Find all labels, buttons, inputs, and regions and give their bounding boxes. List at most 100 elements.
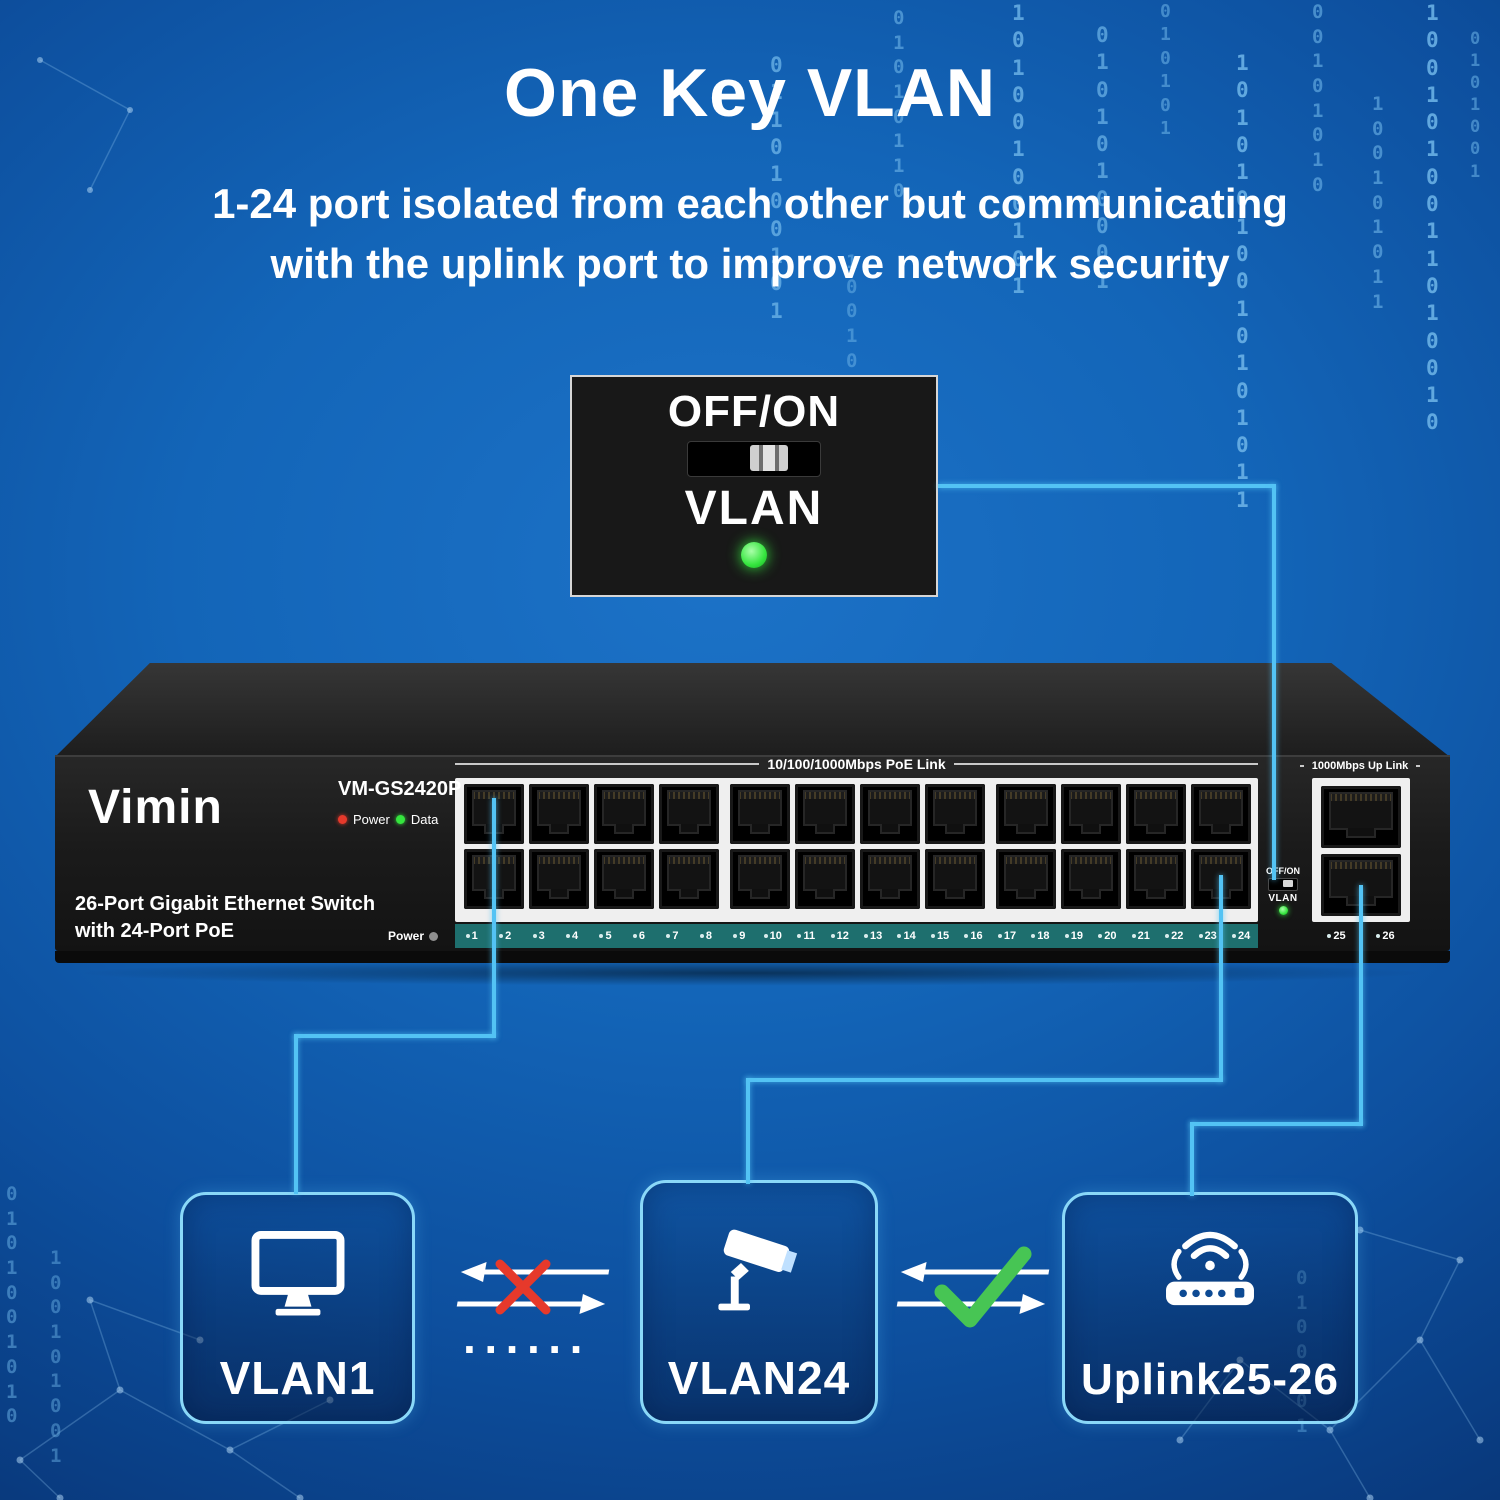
- port26-line-vertical: [1359, 885, 1363, 1126]
- port-number: 22: [1158, 930, 1191, 942]
- port1-line-down: [294, 1034, 298, 1194]
- port24-line-vertical: [1219, 875, 1223, 1082]
- vlan1-label: VLAN1: [219, 1352, 376, 1404]
- binary-digits: 0 1 0 1 0 1 1 0: [893, 7, 905, 202]
- device-description-line-1: 26-Port Gigabit Ethernet Switch: [75, 893, 376, 915]
- binary-digits: 0 0 1 0 1 0 1 0: [1312, 1, 1324, 196]
- front-power-indicator: Power: [388, 929, 439, 943]
- power-led-icon: [338, 815, 347, 824]
- uplink-ports-label: 1000Mbps Up Link: [1311, 760, 1409, 772]
- port-led-icon: [1327, 934, 1332, 938]
- port-led-icon: [1098, 934, 1103, 938]
- port-number: 11: [790, 930, 823, 942]
- port-led-icon: [1131, 934, 1136, 938]
- rj45-port: [795, 784, 855, 844]
- port-number: 12: [823, 930, 856, 942]
- rj45-port: [529, 784, 589, 844]
- divider-line: [953, 763, 1259, 765]
- port24-line-horizontal: [746, 1078, 1223, 1082]
- binary-digits: 0 1 1 0 1 0 0 1 0 1: [770, 53, 783, 323]
- port-number: 9: [723, 930, 756, 942]
- port-number: 15: [923, 930, 956, 942]
- inset-leader-line-vertical: [1272, 484, 1276, 880]
- inset-vlan-label: VLAN: [684, 482, 824, 535]
- port-led-icon: [763, 934, 768, 938]
- port-led-icon: [797, 934, 802, 938]
- port-led-icon: [1031, 934, 1036, 938]
- port26-line-down: [1190, 1122, 1194, 1196]
- port-number: 23: [1191, 930, 1224, 942]
- wifi-router-icon: [1065, 1217, 1355, 1329]
- mini-offon-label: OFF/ON: [1266, 866, 1300, 876]
- rj45-port: [659, 849, 719, 909]
- mini-toggle-switch: [1268, 878, 1298, 891]
- led-legend: Power Data: [338, 812, 438, 827]
- port-number: 2: [488, 930, 521, 942]
- rj45-port: [860, 784, 920, 844]
- port-led-icon: [532, 934, 537, 938]
- rj45-port: [795, 849, 855, 909]
- rj45-port: [1126, 784, 1186, 844]
- port-number: 7: [656, 930, 689, 942]
- binary-digits: 1 0 1 0 0 1 0 0 1 0 1: [1012, 1, 1025, 298]
- port-led-icon: [830, 934, 835, 938]
- security-camera-icon: [643, 1205, 875, 1321]
- vlan-switch-zoom-inset: OFF/ON VLAN: [570, 375, 938, 597]
- port-led-icon: [1376, 934, 1381, 938]
- port-led-icon: [1165, 934, 1170, 938]
- port-number: 14: [890, 930, 923, 942]
- port-number: 8: [689, 930, 722, 942]
- rj45-port: [659, 784, 719, 844]
- port-number: 24: [1224, 930, 1257, 942]
- device-shadow: [70, 960, 1430, 986]
- monitor-icon: [183, 1217, 412, 1329]
- inset-offon-label: OFF/ON: [667, 387, 841, 436]
- data-led-icon: [395, 815, 405, 824]
- uplink-label: Uplink25-26: [1081, 1355, 1339, 1404]
- rj45-port: [1061, 849, 1121, 909]
- binary-digits: 0 1 0 1 0 0 1: [1470, 29, 1481, 182]
- port-group-1: [464, 784, 719, 909]
- port-led-icon: [699, 934, 704, 938]
- inset-toggle-switch: [687, 441, 821, 477]
- front-power-led-icon: [429, 931, 439, 941]
- green-check-icon: [934, 1246, 1032, 1328]
- legend-power-label: Power: [353, 812, 390, 827]
- mini-vlan-label: VLAN: [1268, 893, 1298, 904]
- port-led-icon: [964, 934, 969, 938]
- switch-top-face: [55, 663, 1450, 757]
- divider-line: [1300, 765, 1304, 767]
- port-led-icon: [499, 934, 504, 938]
- mini-vlan-led: [1278, 906, 1288, 915]
- rj45-port: [860, 849, 920, 909]
- port-number: 6: [622, 930, 655, 942]
- uplink-label-row: 1000Mbps Up Link: [1300, 760, 1421, 772]
- port-number: 3: [522, 930, 555, 942]
- port26-line-horizontal: [1190, 1122, 1363, 1126]
- port-led-icon: [666, 934, 671, 938]
- binary-digits: 0 1 0 1 0 0 1 0 1 0: [6, 1183, 18, 1428]
- port-led-icon: [1064, 934, 1069, 938]
- poe-ports-label-row: 10/100/1000Mbps PoE Link: [455, 756, 1259, 772]
- separator-dots: ······: [463, 1323, 591, 1375]
- rj45-port: [730, 849, 790, 909]
- port-led-icon: [1232, 934, 1237, 938]
- port-group-2: [730, 784, 985, 909]
- port-led-icon: [864, 934, 869, 938]
- model-number: VM-GS2420P: [338, 778, 462, 800]
- brand-logo: Vimin: [88, 781, 223, 834]
- binary-digits: 1 0 0 1 0 1 0 1 1: [1372, 93, 1384, 313]
- rj45-port: [1061, 784, 1121, 844]
- port-number: 1: [455, 930, 488, 942]
- rj45-port: [925, 849, 985, 909]
- front-power-label: Power: [388, 929, 425, 943]
- rj45-port: [925, 784, 985, 844]
- port-number: 5: [589, 930, 622, 942]
- binary-digits: 1 0 0 1 0 1 0 0 1 1 0 1 0 0 1 0: [1426, 1, 1439, 435]
- port-number: 13: [856, 930, 889, 942]
- callout-vlan24: VLAN24: [640, 1180, 878, 1424]
- port24-line-down: [746, 1078, 750, 1184]
- port-number: 21: [1124, 930, 1157, 942]
